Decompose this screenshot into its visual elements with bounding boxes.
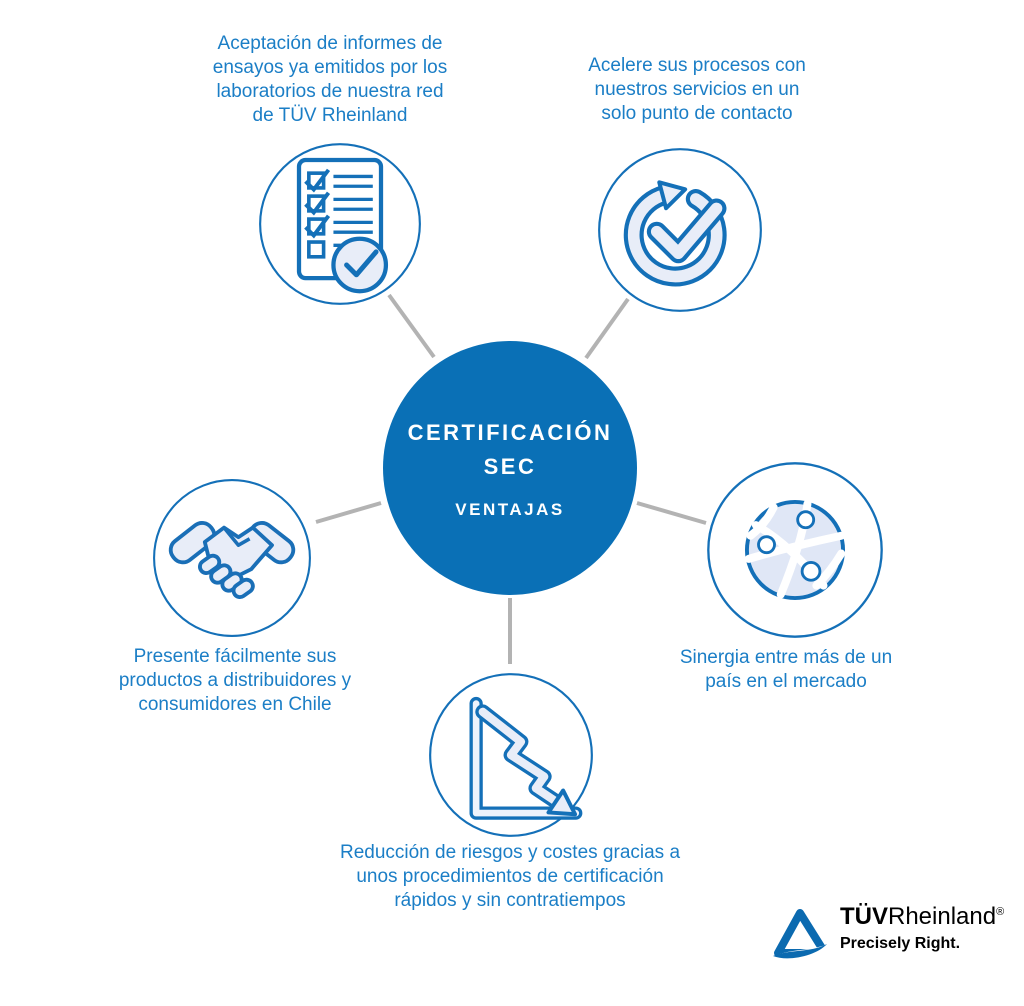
node-risk	[429, 673, 593, 837]
logo-registered-mark: ®	[996, 906, 1005, 918]
logo-text: TÜVRheinland® Precisely Right.	[840, 903, 1004, 953]
label-handshake: Presente fácilmente sus productos a dist…	[118, 646, 352, 715]
logo-tagline: Precisely Right.	[840, 934, 961, 952]
tuv-triangle-icon	[770, 909, 830, 963]
label-risk: Reducción de riesgos y costes gracias a …	[339, 842, 681, 911]
refresh-check-icon	[623, 180, 727, 287]
connector-right	[636, 501, 707, 525]
label-accelerate: Acelere sus procesos con nuestros servic…	[588, 55, 806, 124]
handshake-icon	[168, 520, 296, 600]
node-accelerate	[598, 148, 762, 312]
connector-top-right	[584, 297, 630, 360]
declining-chart-icon	[469, 696, 583, 820]
node-handshake	[153, 479, 311, 637]
checklist-report-icon	[296, 157, 389, 294]
node-reports	[259, 143, 421, 305]
node-synergy	[707, 462, 883, 638]
logo-tuv: TÜV	[840, 903, 888, 930]
tuv-rheinland-logo: TÜVRheinland® Precisely Right.	[770, 903, 1004, 963]
connector-top-left	[387, 293, 436, 359]
center-title: CERTIFICACIÓN SEC	[407, 419, 613, 479]
logo-rheinland: Rheinland	[888, 903, 997, 930]
logo-wordmark: TÜVRheinland®	[840, 903, 1004, 932]
label-synergy: Sinergia entre más de un país en el merc…	[679, 647, 893, 692]
label-reports: Aceptación de informes de ensayos ya emi…	[212, 33, 448, 126]
connector-left	[315, 501, 382, 524]
center-circle: CERTIFICACIÓN SEC VENTAJAS	[383, 341, 637, 595]
center-subtitle: VENTAJAS	[455, 500, 565, 520]
globe-network-icon	[744, 499, 846, 601]
